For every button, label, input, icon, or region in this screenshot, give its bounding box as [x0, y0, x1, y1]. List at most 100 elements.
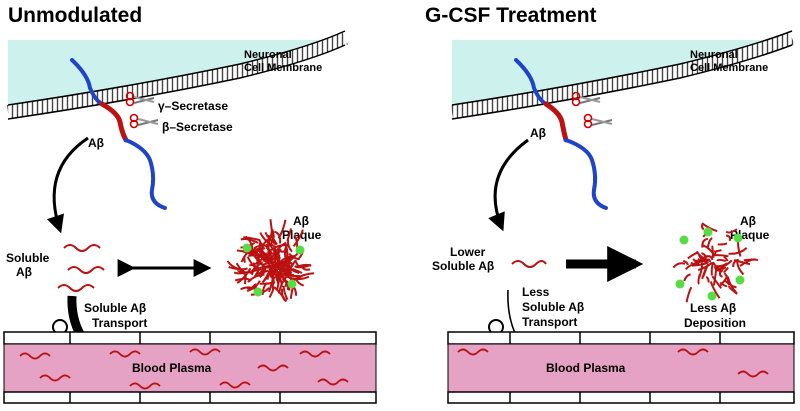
plaque-fibril [259, 266, 267, 279]
plaque-fibril [701, 222, 705, 231]
plaque-fibril [243, 236, 260, 241]
plaque-fibril [289, 259, 297, 269]
plaque-fibril [683, 273, 691, 282]
microglia-dot [703, 227, 713, 237]
plaque-fibril [743, 258, 759, 262]
plaque-fibril [295, 272, 315, 280]
right-soluble-abeta-peptide [511, 260, 547, 268]
left-panel: Unmodulated Neuronal Cell Membrane γ–Sec… [3, 4, 377, 404]
right-release-arrow [488, 138, 529, 232]
plaque-fibril [711, 275, 723, 289]
right-membrane-label-2: Cell Membrane [690, 62, 768, 74]
plaque-fibril [262, 264, 273, 282]
right-membrane-label-1: Neuronal [690, 49, 738, 61]
left-membrane-label-2: Cell Membrane [244, 62, 322, 74]
plaque-fibril [261, 262, 271, 266]
left-release-arrow [46, 136, 89, 234]
plaque-fibril [270, 243, 289, 252]
plaque-fibril [701, 267, 707, 280]
plaque-fibril [726, 276, 738, 294]
plaque-fibril [695, 250, 712, 263]
right-title: G-CSF Treatment [425, 4, 597, 27]
plaque-fibril [719, 275, 728, 287]
plaque-fibril [269, 219, 274, 238]
plaque-fibril [261, 245, 265, 261]
plaque-fibril [716, 258, 727, 263]
right-blood-plasma-label: Blood Plasma [546, 361, 626, 375]
plaque-fibril [736, 259, 745, 276]
left-membrane-label-1: Neuronal [244, 49, 292, 61]
plaque-fibril [259, 232, 275, 248]
right-app-protein-bottom [564, 138, 608, 210]
plaque-fibril [701, 237, 709, 248]
plaque-fibril [725, 228, 738, 234]
left-transport-label-1: Soluble Aβ [84, 301, 146, 315]
microglia-dot [679, 235, 689, 245]
left-cell-membrane [6, 31, 348, 119]
plaque-fibril [271, 281, 276, 290]
left-abeta-fragment [99, 101, 129, 143]
right-abeta-label: Aβ [530, 126, 546, 140]
plaque-fibril [286, 273, 300, 278]
left-plasma-abeta-peptides [19, 348, 349, 390]
plaque-fibril [228, 265, 248, 271]
plaque-fibril [277, 248, 287, 253]
plaque-fibril [267, 250, 279, 261]
plaque-fibril [732, 258, 739, 267]
plaque-fibril [719, 281, 728, 288]
plaque-fibril [275, 268, 280, 285]
plaque-fibril [257, 265, 268, 270]
left-app-protein-top [70, 58, 104, 106]
plaque-fibril [713, 254, 729, 258]
plaque-fibril [723, 267, 729, 273]
left-blood-vessel: Blood Plasma [3, 331, 377, 404]
microglia-dot [287, 279, 297, 289]
microglia-dot [295, 245, 305, 255]
plaque-fibril [713, 249, 722, 253]
plaque-fibril [713, 266, 724, 272]
right-app-protein-top [514, 58, 548, 106]
left-soluble-abeta-peptides [57, 244, 105, 292]
plaque-fibril [259, 281, 273, 285]
beta-secretase-label: β–Secretase [162, 120, 233, 134]
left-plaque-label-1: Aβ [293, 214, 309, 228]
plaque-fibril [725, 234, 732, 242]
right-plasma-abeta-peptides [457, 348, 769, 378]
plaque-fibril [697, 274, 701, 285]
right-abeta-fragment [543, 101, 569, 143]
plaque-fibril [711, 245, 715, 258]
plaque-fibril [672, 262, 686, 269]
plaque-fibril [710, 261, 715, 276]
right-transport-label-3: Transport [522, 315, 577, 329]
plaque-fibril [280, 288, 287, 303]
plaque-fibril [705, 276, 710, 283]
plaque-fibril [253, 244, 264, 250]
right-abeta-plaque [672, 222, 759, 303]
plaque-fibril [237, 269, 246, 273]
left-title: Unmodulated [8, 4, 142, 27]
gamma-secretase-label: γ–Secretase [158, 99, 228, 113]
plaque-fibril [276, 261, 291, 274]
beta-secretase-scissors-icon [129, 113, 159, 129]
plaque-fibril [706, 237, 713, 248]
plaque-fibril [286, 239, 293, 253]
right-cell-membrane [450, 31, 795, 119]
plaque-fibril [249, 283, 257, 291]
right-soluble-label-1: Lower [450, 245, 486, 259]
plaque-fibril [273, 230, 282, 244]
plaque-fibril [282, 285, 289, 301]
left-blood-plasma-label: Blood Plasma [132, 361, 212, 375]
right-deposition-label-2: Deposition [684, 316, 746, 330]
plaque-fibril [717, 242, 728, 246]
microglia-dot [707, 291, 717, 301]
right-transport-label-1: Less [522, 285, 550, 299]
plaque-fibril [281, 255, 291, 268]
left-app-protein-bottom [124, 138, 167, 210]
plaque-fibril [701, 252, 708, 259]
right-deposition-label-1: Less Aβ [690, 301, 736, 315]
plaque-fibril [271, 269, 275, 285]
plaque-fibril [292, 229, 304, 248]
right-panel: G-CSF Treatment Neuronal Cell Membrane A… [425, 4, 795, 404]
plaque-fibril [258, 250, 273, 266]
